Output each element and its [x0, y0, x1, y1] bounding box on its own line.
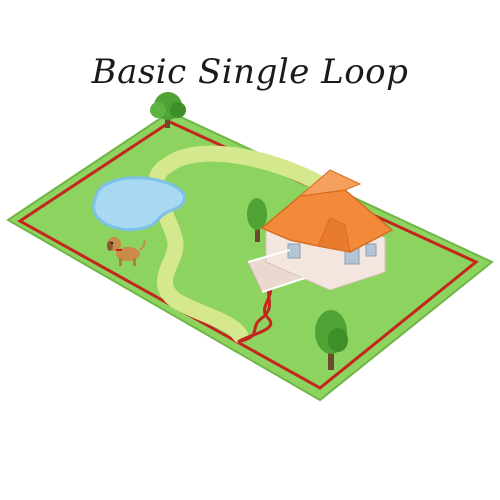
pond-icon [92, 176, 186, 232]
tree-icon [150, 92, 186, 128]
tree-icon [315, 310, 348, 370]
house-icon [247, 169, 394, 293]
tree-icon [247, 198, 267, 242]
dog-icon [107, 237, 146, 266]
diagram-title: Basic Single Loop [91, 52, 409, 92]
